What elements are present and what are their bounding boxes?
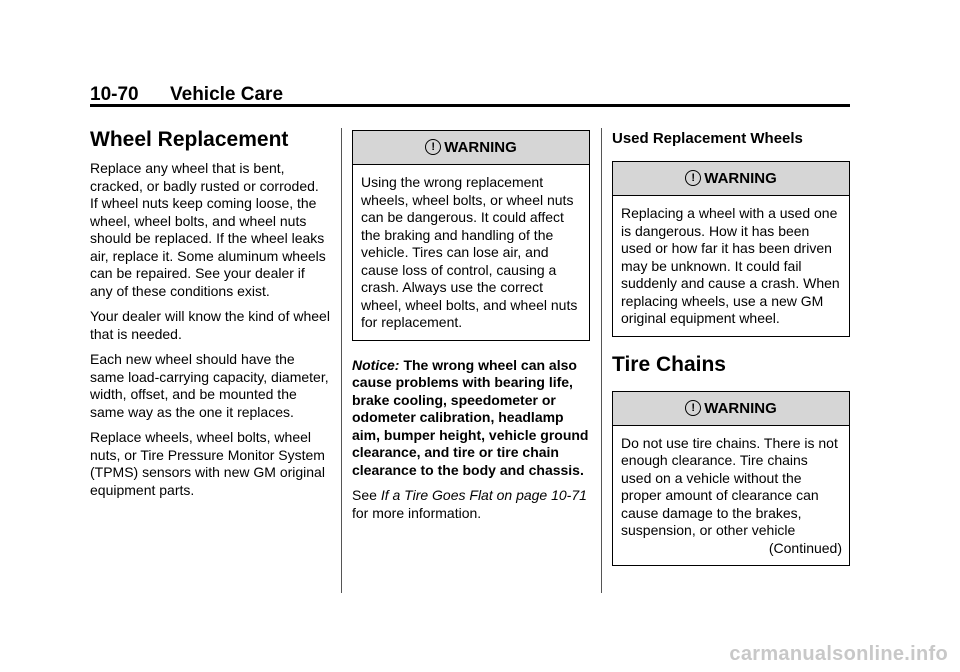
continued-label: (Continued) xyxy=(768,539,842,556)
paragraph: Each new wheel should have the same load… xyxy=(90,351,329,420)
warning-icon: ! xyxy=(685,399,702,416)
notice-text: The wrong wheel can also cause problems … xyxy=(352,356,589,478)
wheel-replacement-heading: Wheel Replacement xyxy=(90,128,289,151)
see-reference: See If a Tire Goes Flat on page 10-71 fo… xyxy=(352,487,590,522)
warning-label: WARNING xyxy=(704,399,777,417)
paragraph: Replace any wheel that is bent, cracked,… xyxy=(90,160,326,299)
see-suffix: for more information. xyxy=(352,504,482,521)
header-rule xyxy=(90,104,850,107)
warning-text: Replacing a wheel with a used one is dan… xyxy=(621,205,840,326)
warning-header: !WARNING xyxy=(353,131,589,165)
page-header: 10-70 Vehicle Care xyxy=(90,84,283,106)
column-middle: !WARNING Using the wrong replacement whe… xyxy=(352,130,590,530)
warning-icon: ! xyxy=(425,139,442,155)
notice-label: Notice: xyxy=(352,356,400,373)
warning-box: !WARNING Using the wrong replacement whe… xyxy=(352,130,590,341)
warning-body: Do not use tire chains. There is not eno… xyxy=(613,426,849,566)
page-number: 10-70 xyxy=(90,84,139,105)
column-left: Wheel Replacement Replace any wheel that… xyxy=(90,124,330,507)
notice: Notice:The wrong wheel can also cause pr… xyxy=(352,357,590,480)
cross-reference-link[interactable]: If a Tire Goes Flat on page 10-71 xyxy=(380,487,587,503)
warning-header: !WARNING xyxy=(613,162,849,196)
warning-label: WARNING xyxy=(444,139,517,156)
warning-text: Do not use tire chains. There is not eno… xyxy=(621,434,838,539)
warning-box: !WARNING Do not use tire chains. There i… xyxy=(612,390,850,566)
warning-box: !WARNING Replacing a wheel with a used o… xyxy=(612,161,850,337)
section-title: Vehicle Care xyxy=(170,84,284,105)
paragraph: Replace wheels, wheel bolts, wheel nuts,… xyxy=(90,429,325,498)
see-prefix: See xyxy=(352,487,377,503)
watermark: carmanualsonline.info xyxy=(729,643,948,665)
tire-chains-heading: Tire Chains xyxy=(612,352,726,376)
column-divider xyxy=(341,128,342,593)
warning-text: Using the wrong replacement wheels, whee… xyxy=(361,174,578,330)
warning-header: !WARNING xyxy=(613,391,849,426)
column-right: Used Replacement Wheels !WARNING Replaci… xyxy=(612,122,850,566)
column-divider xyxy=(601,128,602,593)
warning-label: WARNING xyxy=(704,170,777,187)
warning-icon: ! xyxy=(685,170,702,186)
paragraph: Your dealer will know the kind of wheel … xyxy=(90,308,330,342)
used-wheels-heading: Used Replacement Wheels xyxy=(612,130,803,147)
